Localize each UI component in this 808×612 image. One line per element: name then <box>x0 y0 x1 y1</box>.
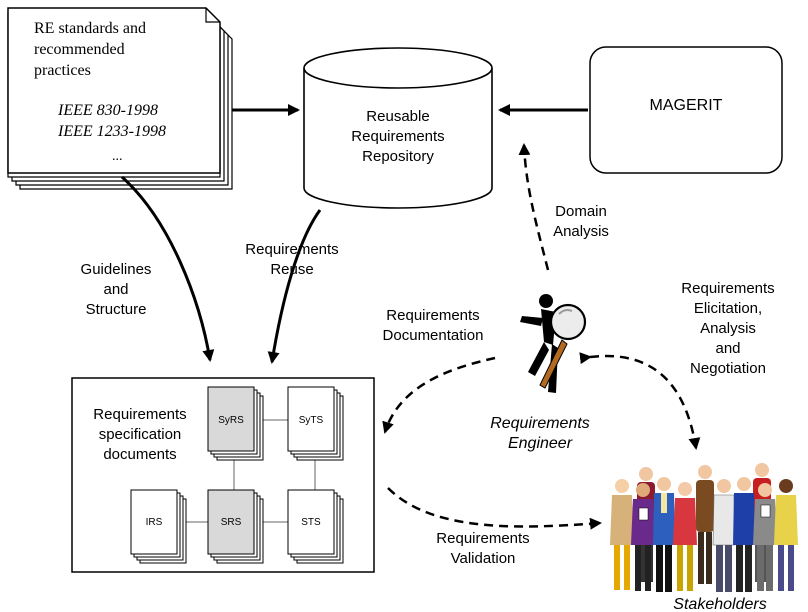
stakeholder-person <box>610 479 634 590</box>
doc-syrs: SyRS <box>207 386 264 461</box>
reuse-label-1: Requirements <box>245 241 338 258</box>
specification-documents-frame: Requirements specification documents SyR… <box>71 377 375 573</box>
elicitation-label-3: Analysis <box>700 320 756 337</box>
guidelines-arrow <box>120 175 215 362</box>
doc-srs: SRS <box>207 489 264 564</box>
repository-line3: Repository <box>362 148 434 165</box>
engineer-label-1: Requirements <box>490 415 590 432</box>
documentation-label-2: Documentation <box>383 327 484 344</box>
guidelines-label-1: Guidelines <box>81 261 152 278</box>
doc-sts: STS <box>287 489 344 564</box>
magerit-label: MAGERIT <box>650 97 723 114</box>
elicitation-arrow <box>579 352 701 450</box>
requirements-engineer-icon <box>520 294 587 393</box>
repository-line1: Reusable <box>366 108 429 125</box>
reuse-label-2: Reuse <box>270 261 313 278</box>
documentation-label-1: Requirements <box>386 307 479 324</box>
stakeholders-label: Stakeholders <box>673 596 766 612</box>
standards-line3: practices <box>34 62 91 79</box>
reuse-arrow <box>267 209 322 364</box>
standards-line2: recommended <box>34 41 125 58</box>
stakeholder-person <box>631 483 655 591</box>
elicitation-label-1: Requirements <box>681 280 774 297</box>
standards-document-stack: RE standards and recommended practices I… <box>7 7 233 190</box>
elicitation-label-2: Elicitation, <box>694 300 762 317</box>
validation-label-2: Validation <box>451 550 516 567</box>
doc-srs-label: SRS <box>221 517 242 528</box>
validation-label-1: Requirements <box>436 530 529 547</box>
doc-syts-label: SyTS <box>299 415 324 426</box>
spec-title-line3: documents <box>103 446 176 463</box>
guidelines-label-3: Structure <box>86 301 147 318</box>
elicitation-label-4: and <box>715 340 740 357</box>
standard-ieee-830: IEEE 830-1998 <box>57 102 158 119</box>
stakeholders-group-icon <box>610 463 798 592</box>
domain-analysis-label-1: Domain <box>555 203 607 220</box>
engineer-label-2: Engineer <box>508 435 573 452</box>
standards-more: ... <box>112 149 123 164</box>
standard-ieee-1233: IEEE 1233-1998 <box>57 123 166 140</box>
doc-syts: SyTS <box>287 386 344 461</box>
domain-analysis-label-2: Analysis <box>553 223 609 240</box>
domain-analysis-arrow <box>518 143 550 271</box>
validation-arrow <box>387 487 602 530</box>
magerit-box: MAGERIT <box>589 46 783 174</box>
stakeholder-person <box>696 465 714 584</box>
stakeholder-person <box>712 479 736 592</box>
stakeholder-person <box>673 482 697 591</box>
stakeholder-person <box>774 479 798 591</box>
doc-irs-label: IRS <box>146 517 163 528</box>
doc-irs: IRS <box>130 489 187 564</box>
standards-line1: RE standards and <box>34 20 146 37</box>
reusable-requirements-repository: Reusable Requirements Repository <box>303 47 493 209</box>
doc-sts-label: STS <box>301 517 321 528</box>
stakeholder-person <box>733 477 755 592</box>
spec-title-line1: Requirements <box>93 406 186 423</box>
elicitation-label-5: Negotiation <box>690 360 766 377</box>
doc-syrs-label: SyRS <box>218 415 244 426</box>
guidelines-label-2: and <box>103 281 128 298</box>
stakeholder-person <box>753 483 777 591</box>
repository-line2: Requirements <box>351 128 444 145</box>
stakeholder-person <box>653 477 675 592</box>
documentation-arrow <box>382 356 496 434</box>
spec-title-line2: specification <box>99 426 182 443</box>
